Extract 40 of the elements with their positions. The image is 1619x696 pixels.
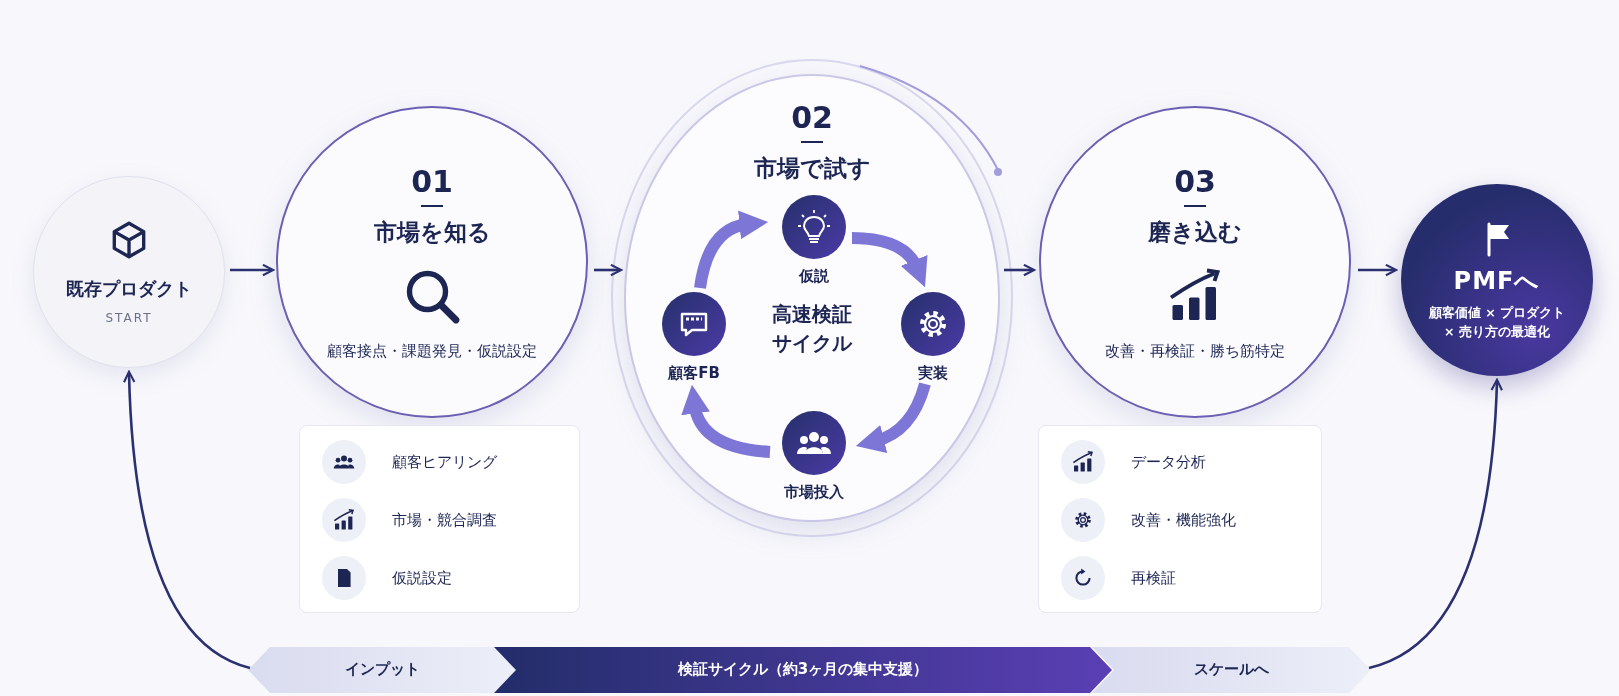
arrow [594,263,623,277]
band-label: インプット [343,660,421,679]
node-label: 実装 [918,364,948,383]
list-item-text: 顧客ヒアリング [392,452,497,472]
arrow [1368,378,1503,670]
list-item-text: 改善・機能強化 [1131,510,1236,530]
band-label: 検証サイクル（約3ヶ月の集中支援） [676,660,930,679]
cycle-arrow [856,382,931,453]
list-item-text: 再検証 [1131,568,1176,588]
step-title: 市場を知る [373,217,491,247]
list-item-text: 仮説設定 [392,568,452,588]
arrow [1004,263,1036,277]
step-description: 顧客接点・課題発見・仮説設定 [327,341,537,361]
band-label: スケールへ [1193,660,1270,679]
node-title: 既存プロダクト [66,277,192,301]
node-label: 仮説 [799,267,829,286]
cycle-arrow [851,232,927,287]
arrow [230,263,275,277]
cycle-arrow [694,211,768,289]
stage-band [1092,647,1371,693]
node-label: 市場投入 [784,483,844,502]
step-number: 01 [411,163,453,199]
info-card [299,425,580,613]
step-description: 改善・再検証・勝ち筋特定 [1105,341,1285,361]
cycle-arrow [682,385,771,458]
list-item-text: 市場・競合調査 [392,510,497,530]
step-title: 磨き込む [1148,217,1242,247]
list-item-text: データ分析 [1131,452,1206,472]
node-subtitle: START [105,311,153,325]
step-title: 市場で試す [753,154,871,183]
goal-title: PMFへ [1453,265,1541,297]
cycle-label: 高速検証サイクル [771,301,854,357]
arrow [1358,263,1398,277]
stage-band [248,647,516,693]
step-number: 02 [791,100,833,135]
goal-description: 顧客価値 × プロダクト × 売り方の最適化 [1427,303,1567,341]
node-label: 顧客FB [668,364,720,383]
arrow [123,370,251,670]
info-card [1038,425,1322,613]
step-number: 03 [1174,163,1216,199]
